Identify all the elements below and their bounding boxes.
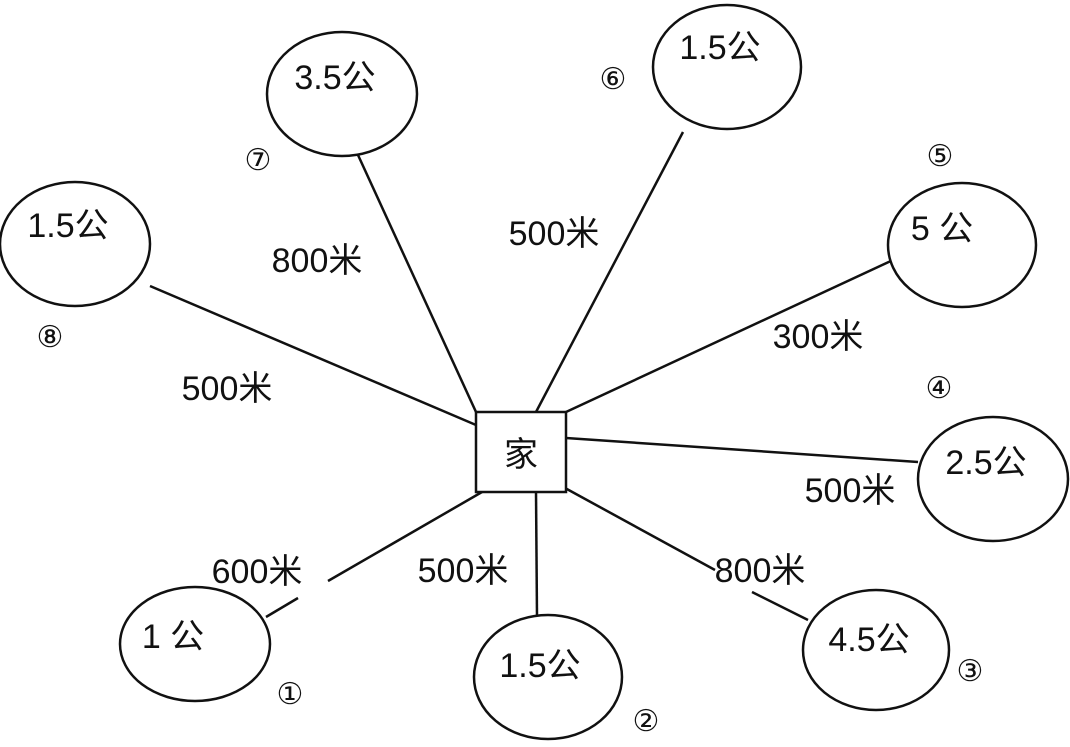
node-5-distance: 300米 — [773, 318, 864, 356]
node-8: 1.5公 ⑧ 500米 — [0, 180, 273, 408]
node-2-number: ② — [633, 704, 660, 739]
node-7-number: ⑦ — [245, 143, 272, 178]
node-2-distance: 500米 — [418, 552, 509, 590]
connector-node-1-lower — [265, 596, 299, 619]
node-6: 1.5公 ⑥ 500米 — [509, 3, 803, 253]
node-3: 4.5公 ③ 800米 — [715, 552, 984, 712]
node-1-value: 1 公 — [142, 618, 204, 656]
node-1-distance: 600米 — [212, 553, 303, 591]
connector-node-4 — [565, 436, 919, 464]
connector-node-6 — [534, 131, 685, 413]
node-1-circle — [118, 585, 272, 703]
node-2-circle — [472, 613, 624, 741]
connector-node-3 — [564, 486, 716, 572]
connector-lines — [149, 131, 919, 622]
node-6-value: 1.5公 — [679, 29, 760, 67]
node-5-number: ⑤ — [927, 139, 954, 174]
node-5-circle — [886, 181, 1038, 309]
node-1: 1 公 ① 600米 — [118, 553, 304, 712]
connector-node-8 — [149, 284, 477, 427]
node-3-number: ③ — [957, 654, 984, 689]
connector-node-1 — [327, 490, 483, 583]
node-4-circle — [916, 415, 1070, 543]
node-7: 3.5公 ⑦ 800米 — [245, 30, 419, 280]
node-4-distance: 500米 — [805, 472, 896, 510]
node-3-circle — [801, 588, 951, 712]
node-4: 2.5公 ④ 500米 — [805, 371, 1070, 543]
node-4-value: 2.5公 — [945, 444, 1026, 482]
node-3-distance: 800米 — [715, 552, 806, 590]
node-2: 1.5公 ② 500米 — [418, 552, 660, 741]
node-6-distance: 500米 — [509, 215, 600, 253]
node-8-number: ⑧ — [37, 320, 64, 355]
home-box: 家 — [474, 410, 568, 494]
node-6-circle — [651, 3, 803, 131]
home-label: 家 — [504, 436, 538, 474]
connector-node-3-lower — [751, 590, 809, 622]
connector-node-5 — [565, 258, 894, 414]
node-7-value: 3.5公 — [294, 59, 375, 97]
node-2-value: 1.5公 — [499, 647, 580, 685]
node-5: 5 公 ⑤ 300米 — [773, 139, 1038, 356]
node-3-value: 4.5公 — [828, 621, 909, 659]
node-1-number: ① — [277, 677, 304, 712]
node-7-circle — [265, 30, 419, 158]
connector-node-2 — [534, 491, 539, 618]
node-8-value: 1.5公 — [27, 207, 108, 245]
connector-node-7 — [356, 154, 478, 413]
node-5-value: 5 公 — [911, 210, 973, 248]
home-box-frame — [474, 410, 568, 494]
node-8-distance: 500米 — [182, 370, 273, 408]
node-6-number: ⑥ — [600, 62, 627, 97]
node-8-circle — [0, 180, 152, 308]
node-4-number: ④ — [926, 371, 953, 406]
node-7-distance: 800米 — [272, 242, 363, 280]
